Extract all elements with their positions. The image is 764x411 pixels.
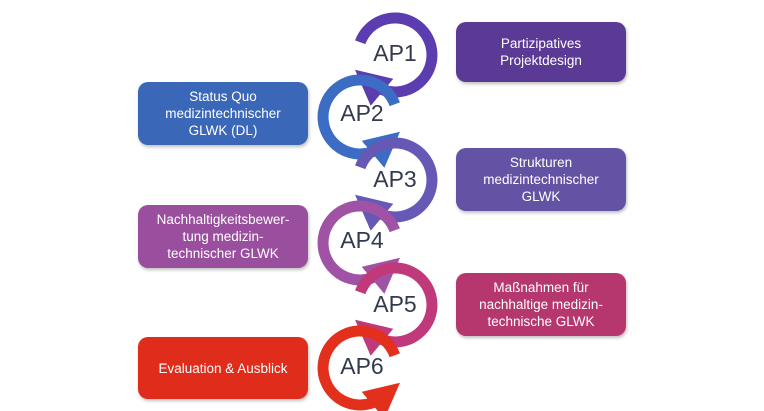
box-ap4: Nachhaltigkeitsbewer- tung medizin- tech…	[138, 205, 308, 268]
arrow-ap1	[354, 12, 438, 106]
arrow-ap5	[354, 262, 438, 356]
arrow-ap3	[354, 137, 438, 231]
arrow-ap6	[317, 325, 401, 411]
label-ap5: AP5	[373, 291, 417, 317]
box-ap3: Strukturen medizintechnischer GLWK	[456, 148, 626, 211]
label-ap3: AP3	[373, 166, 417, 192]
label-ap6: AP6	[340, 353, 384, 379]
label-ap4: AP4	[340, 227, 384, 253]
box-ap1: Partizipatives Projektdesign	[456, 22, 626, 82]
box-ap6: Evaluation & Ausblick	[138, 337, 308, 399]
box-ap5: Maßnahmen für nachhaltige medizin- techn…	[456, 273, 626, 336]
arrow-ap4	[317, 200, 401, 294]
box-ap2: Status Quo medizintechnischer GLWK (DL)	[138, 82, 308, 145]
label-ap2: AP2	[340, 100, 384, 126]
label-ap1: AP1	[373, 40, 417, 66]
arrow-ap2	[317, 74, 401, 168]
